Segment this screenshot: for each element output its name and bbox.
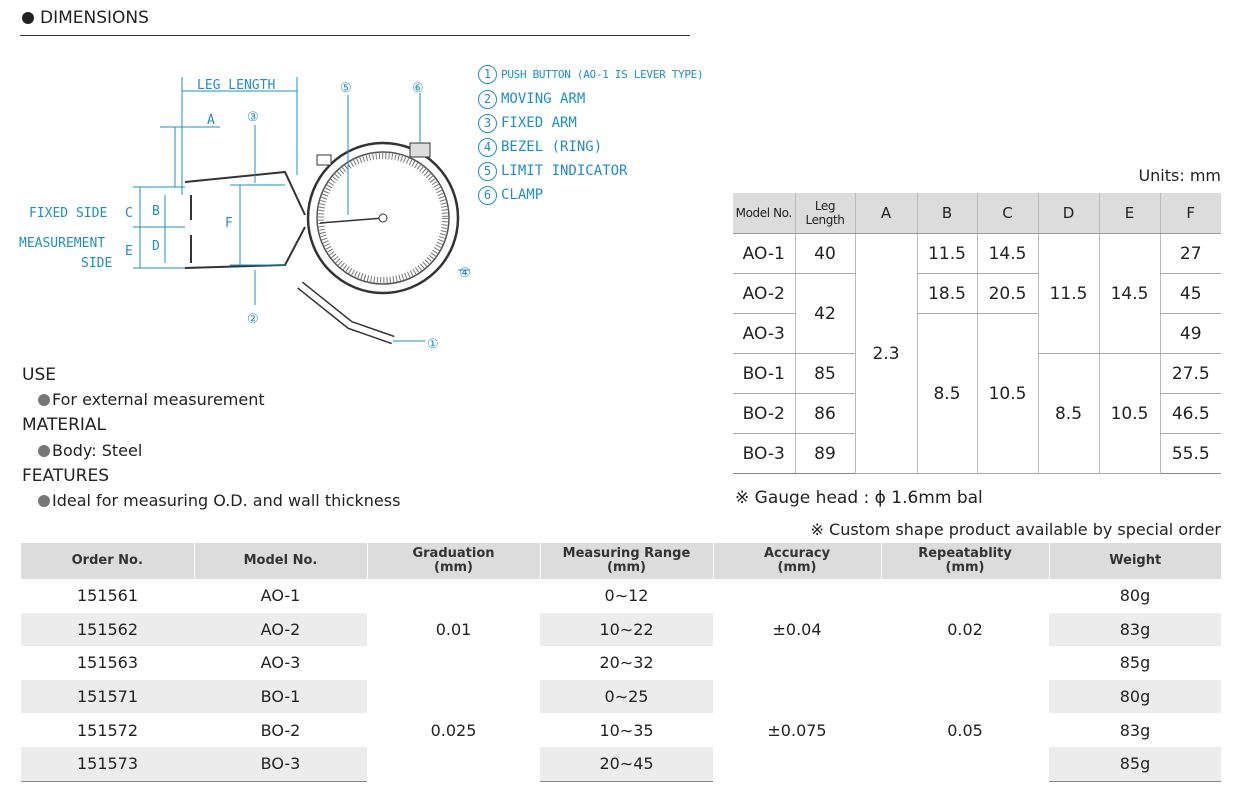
callout-1: ①	[427, 337, 439, 352]
custom-order-note: ※ Custom shape product available by spec…	[810, 520, 1221, 539]
units-label: Units: mm	[1138, 166, 1221, 185]
leg-length-label: LEG LENGTH	[197, 78, 275, 93]
table-row: 151573 BO-3 20∼45 85g	[21, 746, 1221, 782]
material-text: Body: Steel	[38, 441, 142, 460]
dial-hub	[378, 213, 388, 223]
fixed-side-label: FIXED SIDE	[29, 206, 107, 221]
section-title: DIMENSIONS	[22, 8, 149, 28]
moving-arm	[184, 226, 306, 269]
measurement-label: MEASUREMENT	[19, 236, 105, 251]
table-row: BO-1 85 8.5 10.5 27.5	[733, 353, 1221, 474]
table-row: 151572 BO-2 10∼35 83g	[21, 713, 1221, 747]
callout-5: ⑤	[340, 81, 352, 96]
table-row: 151563 AO-3 20∼32 85g	[21, 646, 1221, 680]
table-row: BO-2 86 46.5	[733, 393, 1221, 434]
b-label: B	[152, 204, 160, 219]
callout-3: ③	[247, 110, 259, 125]
dimension-diagram: LEG LENGTH A FIXED SIDE MEASUREMENT SIDE…	[19, 77, 471, 352]
d-label: D	[152, 239, 160, 254]
bullet-icon	[38, 445, 50, 457]
material-title: MATERIAL	[22, 415, 107, 435]
table-row: 151562 AO-2 10∼22 83g	[21, 612, 1221, 647]
table-row: AO-1 40 2.3 11.5 14.5 11.5 14.5 27	[733, 233, 1221, 474]
callout-2: ②	[247, 312, 259, 327]
bullet-icon	[22, 12, 34, 24]
bullet-icon	[38, 495, 50, 507]
dial-needle	[319, 217, 384, 224]
table-row: AO-3 8.5 10.5 49	[733, 313, 1221, 474]
fixed-arm	[184, 170, 306, 216]
use-title: USE	[22, 365, 56, 385]
gauge-head-note: ※ Gauge head : ϕ 1.6mm bal	[735, 488, 983, 508]
e-label: E	[125, 244, 133, 259]
table-row: BO-3 89 55.5	[733, 433, 1221, 474]
table-row: 151571 BO-1 0.025 0∼25 ±0.075 0.05 80g	[21, 679, 1221, 782]
table-header-row: Model No. Leg Length A B C D E F	[733, 193, 1221, 234]
features-text: Ideal for measuring O.D. and wall thickn…	[38, 491, 400, 510]
dial-ticks	[318, 153, 448, 283]
callout-6: ⑥	[412, 81, 424, 96]
clamp-knob	[409, 142, 431, 158]
table-row: AO-2 42 18.5 20.5 45	[733, 273, 1221, 354]
divider	[20, 35, 690, 36]
side-label: SIDE	[81, 256, 112, 271]
features-title: FEATURES	[22, 466, 110, 486]
table-row: 151561 AO-1 0.01 0∼12 ±0.04 0.02 80g	[21, 579, 1221, 680]
a-label: A	[207, 113, 215, 128]
table-header-row: Order No. Model No. Graduation(mm) Measu…	[21, 543, 1221, 579]
order-table: Order No. Model No. Graduation(mm) Measu…	[21, 543, 1221, 782]
c-label: C	[125, 206, 133, 221]
limit-indicator	[316, 154, 332, 166]
use-text: For external measurement	[38, 390, 265, 409]
bullet-icon	[38, 394, 50, 406]
callout-4: ④	[459, 266, 471, 281]
dimension-spec-table: Model No. Leg Length A B C D E F AO-1 40…	[733, 193, 1221, 474]
f-label: F	[225, 216, 233, 231]
